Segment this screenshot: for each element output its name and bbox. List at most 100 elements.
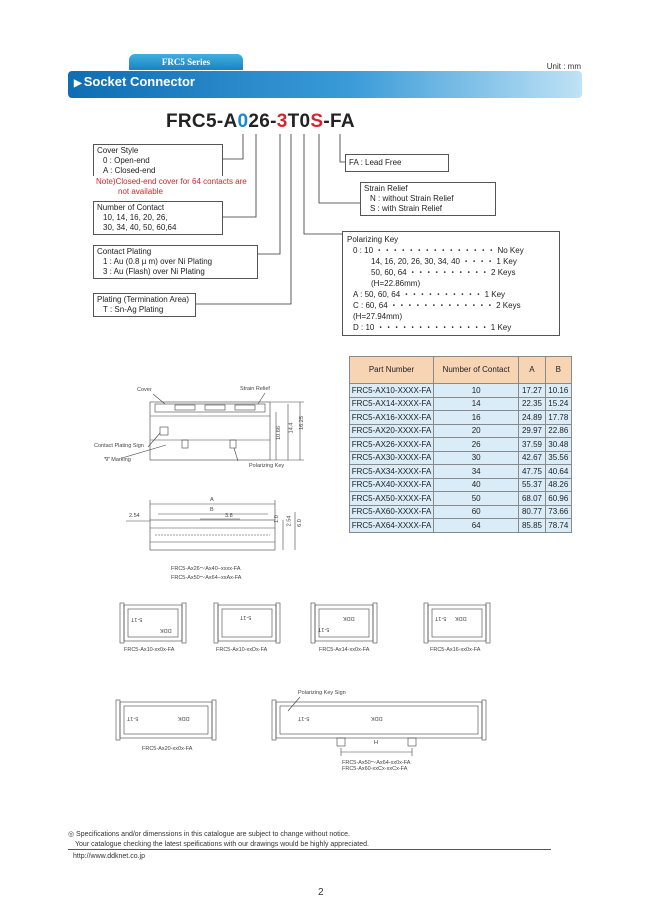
polarizing-title: Polarizing Key (347, 235, 399, 244)
dim-144: 14.4 (288, 422, 295, 434)
mark-5it: 5-1T (127, 715, 139, 721)
polarizing-line: 14, 16, 20, 26, 30, 34, 40 ・・・・ 1 Key (371, 257, 517, 266)
footnote-line: ◎ Specifications and/or dimenssions in t… (68, 831, 350, 838)
cell: 48.26 (544, 477, 573, 492)
footnote-line: Your catalogue checking the latest speif… (75, 841, 369, 848)
cover-style-item: 0 : Open-end (103, 156, 150, 165)
contact-plating-item: 3 : Au (Flash) over Ni Plating (103, 267, 205, 276)
cell: 22.35 (518, 396, 546, 411)
cell: FRC5-AX64-XXXX-FA (349, 518, 434, 533)
polarizing-line: D : 10 ・・・・・・・・・・・・・・ 1 Key (353, 323, 512, 332)
cell: 64 (432, 518, 520, 533)
termination-box: Plating (Termination Area) T : Sn-Ag Pla… (93, 293, 196, 317)
footnote: ◎ Specifications and/or dimenssions in t… (68, 830, 369, 850)
section-title: ▶Socket Connector (74, 74, 195, 89)
cell: 30.48 (544, 437, 573, 452)
cell: FRC5-AX30-XXXX-FA (349, 450, 434, 465)
cover-style-box: Cover Style 0 : Open-end A : Closed-end (93, 144, 223, 177)
mark-ddk: DDK (343, 615, 355, 621)
polarizing-key-box: Polarizing Key 0 : 10 ・・・・・・・・・・・・・・・ No… (342, 231, 560, 336)
contacts-line: 30, 34, 40, 50, 60,64 (103, 223, 177, 232)
dim-a: A (210, 497, 214, 503)
dim-10: 1.0 (273, 515, 280, 523)
connector-front-view (149, 401, 271, 461)
label-contact-plating-sign: Contact Plating Sign (94, 443, 144, 449)
dim-h: H (374, 740, 378, 746)
mark-5it: 5-1T (435, 615, 447, 621)
footer-url[interactable]: http://www.ddknet.co.jp (73, 853, 145, 860)
cell: 20 (432, 423, 520, 438)
cell: 22.86 (544, 423, 573, 438)
cell: 10 (432, 383, 520, 398)
cell: 16 (432, 410, 520, 425)
cell: 17.27 (518, 383, 546, 398)
variant-view (217, 604, 277, 642)
mark-ddk: DDK (160, 627, 172, 633)
cell: FRC5-AX20-XXXX-FA (349, 423, 434, 438)
pn-part: FRC5-A (166, 111, 238, 132)
cell: 17.78 (544, 410, 573, 425)
termination-item: T : Sn-Ag Plating (103, 305, 164, 314)
caption-variant-1: FRC5-Ax10-xx0x-FA (124, 647, 175, 653)
strain-relief-box: Strain Relief N : without Strain Relief … (360, 182, 496, 216)
cell: 24.89 (518, 410, 546, 425)
note-line: not available (118, 187, 163, 196)
polarizing-line: A : 50, 60, 64 ・・・・・・・・・・ 1 Key (353, 290, 506, 299)
pn-part-cover: 0 (237, 111, 249, 132)
label-polarizing-key: Polarizing Key (249, 463, 285, 469)
cover-style-note: Note)Closed-end cover for 64 contacts ar… (93, 176, 253, 198)
label-cover: Cover (137, 387, 152, 393)
cell: FRC5-AX40-XXXX-FA (349, 477, 434, 492)
play-triangle-icon: ▶ (74, 78, 82, 89)
connector-top-view (149, 519, 276, 551)
mark-ddk: DDK (178, 715, 190, 721)
termination-title: Plating (Termination Area) (97, 295, 190, 304)
cell: 26 (432, 437, 520, 452)
cell: FRC5-AX16-XXXX-FA (349, 410, 434, 425)
contacts-box: Number of Contact 10, 14, 16, 20, 26, 30… (93, 201, 223, 235)
cell: 78.74 (544, 518, 573, 533)
label-v-marking: '∇' Marking (104, 457, 131, 463)
variant-view (314, 604, 374, 642)
polarizing-line: 0 : 10 ・・・・・・・・・・・・・・・ No Key (353, 246, 524, 255)
pn-part: 26- (248, 111, 277, 132)
part-number-code: FRC5-A026-3T0S-FA (166, 111, 355, 133)
cell: 40 (432, 477, 520, 492)
th-part-number: Part Number (349, 356, 434, 384)
cell: FRC5-AX34-XXXX-FA (349, 464, 434, 479)
caption-variant-3: FRC5-Ax14-xx0x-FA (319, 647, 370, 653)
cell: 85.85 (518, 518, 546, 533)
dim-60: 6.0 (296, 519, 303, 527)
label-strain-relief: Strain Relief (240, 386, 270, 392)
page-number: 2 (318, 887, 324, 898)
cell: FRC5-AX10-XXXX-FA (349, 383, 434, 398)
caption-variant-4: FRC5-Ax16-xx0x-FA (430, 647, 481, 653)
mark-5it: 5-1T (131, 616, 143, 622)
dim-1066: 10.66 (275, 426, 282, 440)
polarizing-line: C : 60, 64 ・・・・・・・・・・・・・ 2 Keys (H=27.94… (353, 301, 521, 321)
variant-view (123, 604, 183, 642)
cell: 35.56 (544, 450, 573, 465)
variant-view (427, 604, 487, 642)
note-line: Note)Closed-end cover for 64 contacts ar… (96, 177, 247, 186)
cell: FRC5-AX50-XXXX-FA (349, 491, 434, 506)
caption-variant-2: FRC5-Ax10-xxDx-FA (216, 647, 268, 653)
cell: 34 (432, 464, 520, 479)
cover-style-title: Cover Style (97, 146, 139, 155)
dimension-table: Part Number Number of Contact A B FRC5-A… (349, 356, 573, 533)
caption-variant-6a: FRC5-Ax50～Ax64-xx0x-FA (342, 760, 411, 766)
polarizing-line: 50, 60, 64 ・・・・・・・・・・ 2 Keys (H=22.86mm) (371, 268, 516, 288)
contact-plating-item: 1 : Au (0.8 µ m) over Ni Plating (103, 257, 213, 266)
cell: 14 (432, 396, 520, 411)
cell: 15.24 (544, 396, 573, 411)
lead-free-box: FA : Lead Free (345, 154, 449, 172)
cell: FRC5-AX14-XXXX-FA (349, 396, 434, 411)
